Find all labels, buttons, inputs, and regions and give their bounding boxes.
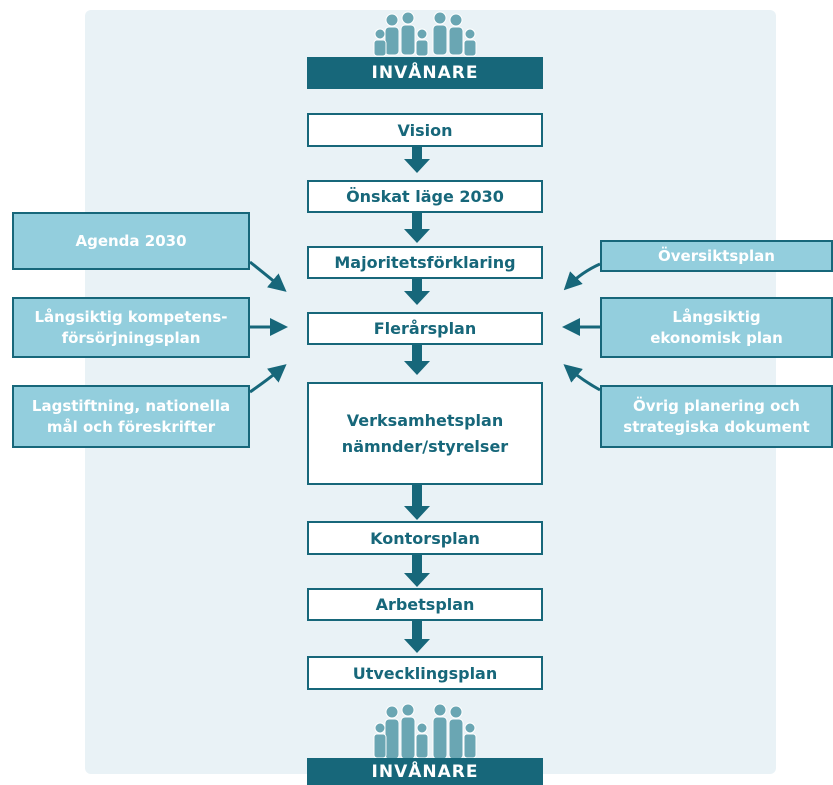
input-ekonomisk-plan: Långsiktig ekonomisk plan (600, 297, 833, 358)
step-flerarsplan: Flerårsplan (307, 312, 543, 345)
input-oversiktsplan: Översiktsplan (600, 240, 833, 272)
input-kompetensforsorjningsplan: Långsiktig kompetens-försörjningsplan (12, 297, 250, 358)
step-kontorsplan: Kontorsplan (307, 521, 543, 555)
bottom-residents-banner: INVÅNARE (307, 758, 543, 785)
down-arrows (404, 147, 430, 653)
top-residents-banner: INVÅNARE (307, 57, 543, 89)
step-onskat-lage: Önskat läge 2030 (307, 180, 543, 213)
step-utvecklingsplan: Utvecklingsplan (307, 656, 543, 690)
input-agenda-2030: Agenda 2030 (12, 212, 250, 270)
input-ovrig-planering: Övrig planering och strategiska dokument (600, 385, 833, 448)
input-lagstiftning: Lagstiftning, nationella mål och föreskr… (12, 385, 250, 448)
step-vision: Vision (307, 113, 543, 147)
step-arbetsplan: Arbetsplan (307, 588, 543, 621)
step-verksamhetsplan: Verksamhetsplan nämnder/styrelser (307, 382, 543, 485)
step-majoritetsforklaring: Majoritetsförklaring (307, 246, 543, 279)
